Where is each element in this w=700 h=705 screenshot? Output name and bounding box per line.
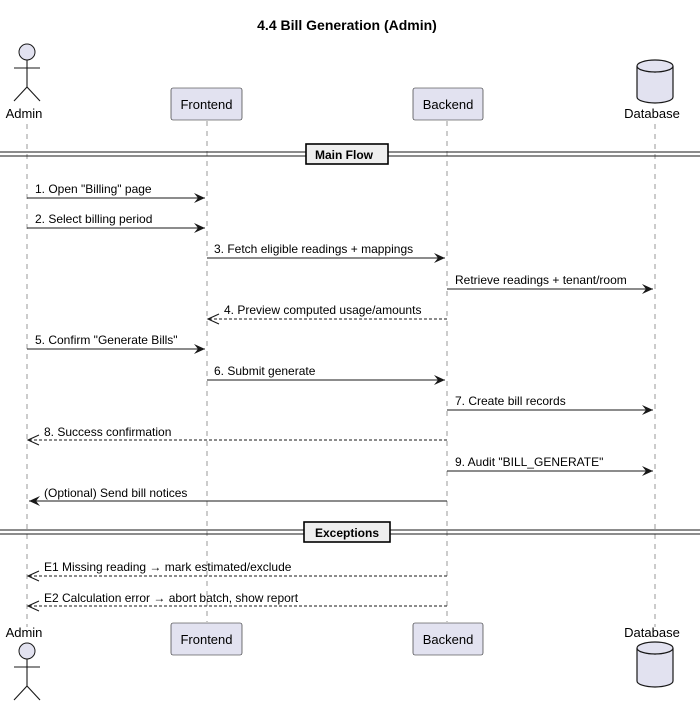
message-9: 9. Audit "BILL_GENERATE" — [447, 455, 653, 476]
message-8: 8. Success confirmation — [26, 425, 447, 446]
frontend-box-top: Frontend — [170, 87, 243, 121]
admin-label-bottom: Admin — [6, 625, 43, 640]
database-cylinder-top: Database — [624, 59, 680, 121]
main-flow-label: Main Flow — [315, 148, 374, 162]
backend-label: Backend — [423, 97, 474, 112]
message-6: 6. Submit generate — [207, 364, 445, 385]
message-retrieve: Retrieve readings + tenant/room — [447, 273, 653, 294]
message-label: 8. Success confirmation — [44, 425, 171, 439]
message-optional-notices: (Optional) Send bill notices — [29, 486, 447, 506]
message-label: 3. Fetch eligible readings + mappings — [214, 242, 413, 256]
exceptions-label: Exceptions — [315, 526, 379, 540]
backend-label-bottom: Backend — [423, 632, 474, 647]
frontend-box-bottom: Frontend — [170, 622, 243, 656]
message-label: 7. Create bill records — [455, 394, 566, 408]
message-e1: E1 Missing reading → mark estimated/excl… — [26, 560, 447, 582]
database-label-bottom: Database — [624, 625, 680, 640]
admin-label: Admin — [6, 106, 43, 121]
message-label: 5. Confirm "Generate Bills" — [35, 333, 178, 347]
message-label: 6. Submit generate — [214, 364, 316, 378]
message-label: Retrieve readings + tenant/room — [455, 273, 627, 287]
message-2: 2. Select billing period — [27, 212, 205, 233]
message-label: 4. Preview computed usage/amounts — [224, 303, 421, 317]
message-label: (Optional) Send bill notices — [44, 486, 187, 500]
message-label: E2 Calculation error → abort batch, show… — [44, 591, 299, 605]
message-label: E1 Missing reading → mark estimated/excl… — [44, 560, 292, 574]
admin-actor-bottom: Admin — [6, 625, 43, 701]
message-label: 1. Open "Billing" page — [35, 182, 152, 196]
message-e2: E2 Calculation error → abort batch, show… — [26, 591, 447, 612]
main-flow-divider: Main Flow — [0, 143, 700, 165]
database-label: Database — [624, 106, 680, 121]
message-5: 5. Confirm "Generate Bills" — [27, 333, 205, 354]
backend-box-bottom: Backend — [412, 622, 484, 656]
database-cylinder-bottom: Database — [624, 625, 680, 688]
actor-icon — [18, 642, 36, 660]
message-4: 4. Preview computed usage/amounts — [206, 303, 447, 325]
frontend-label-bottom: Frontend — [180, 632, 232, 647]
frontend-label: Frontend — [180, 97, 232, 112]
message-7: 7. Create bill records — [447, 394, 653, 415]
diagram-title: 4.4 Bill Generation (Admin) — [257, 17, 437, 33]
backend-box-top: Backend — [412, 87, 484, 121]
actor-icon — [18, 43, 36, 61]
exceptions-divider: Exceptions — [0, 521, 700, 543]
message-label: 9. Audit "BILL_GENERATE" — [455, 455, 603, 469]
message-3: 3. Fetch eligible readings + mappings — [207, 242, 445, 263]
admin-actor-top: Admin — [6, 43, 43, 121]
message-label: 2. Select billing period — [35, 212, 152, 226]
message-1: 1. Open "Billing" page — [27, 182, 205, 203]
